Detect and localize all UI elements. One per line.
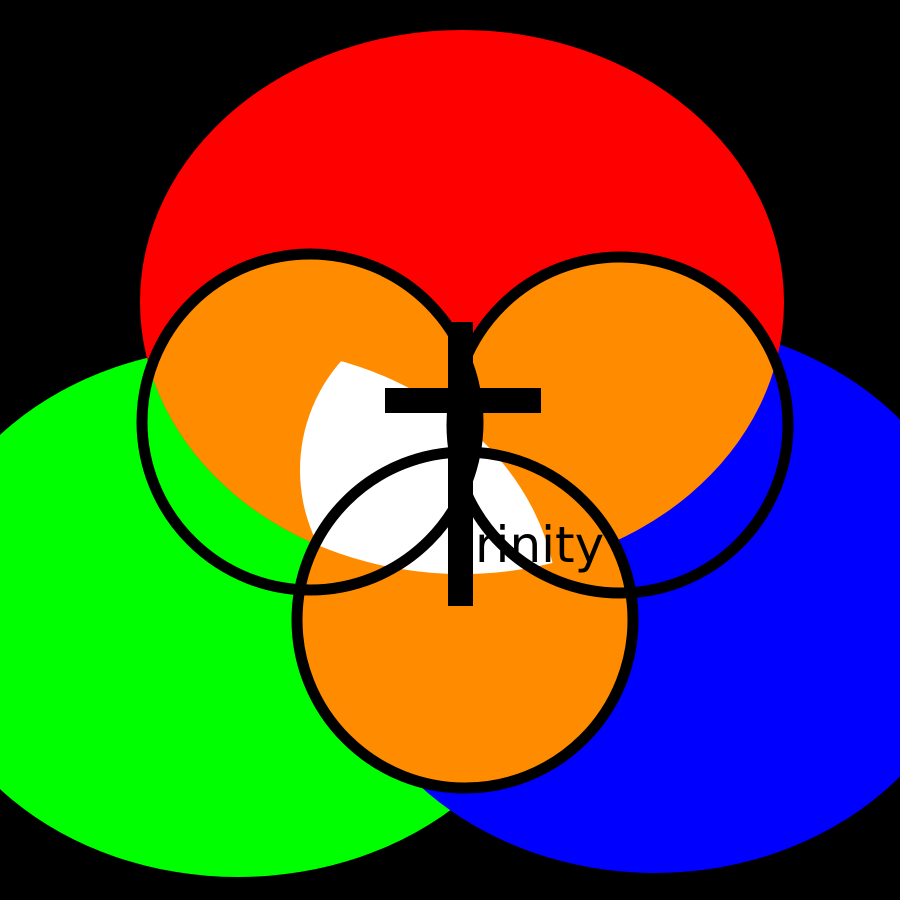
cross-vertical-bar <box>448 322 473 606</box>
cross-icon <box>385 322 541 606</box>
cross-horizontal-bar <box>385 388 541 413</box>
inner-circle-outline-left <box>136 248 484 596</box>
trinity-label: rinity <box>475 516 604 574</box>
